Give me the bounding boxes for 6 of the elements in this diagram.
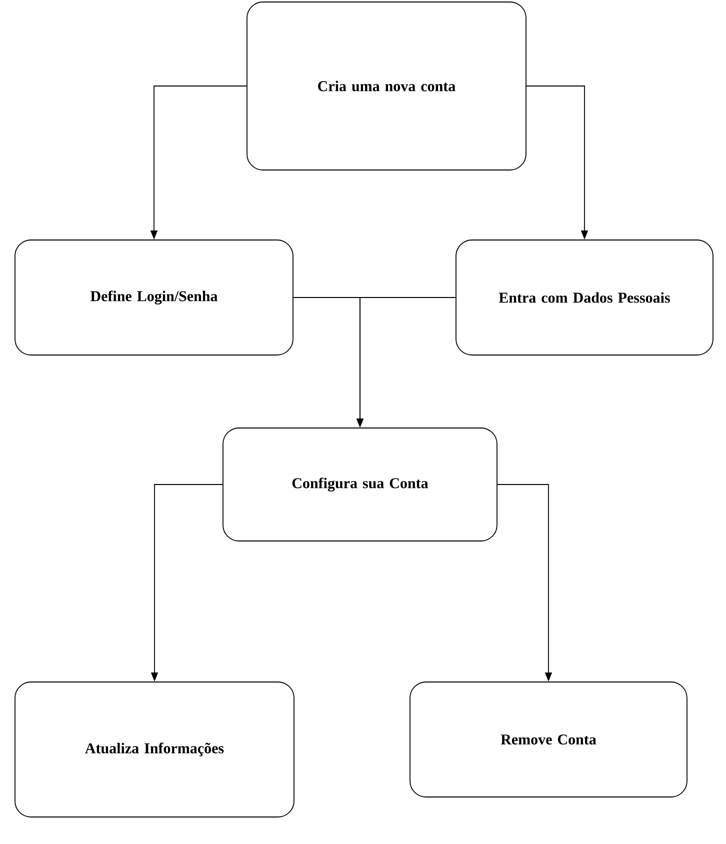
process-box: Entra com Dados Pessoais [456,240,714,356]
process-box: Remove Conta [410,682,688,798]
process-box: Configura sua Conta [222,428,498,542]
process-box: Define Login/Senha [14,240,294,356]
process-box: Cria uma nova conta [246,2,526,170]
process-box: Atualiza Informações [14,682,294,818]
